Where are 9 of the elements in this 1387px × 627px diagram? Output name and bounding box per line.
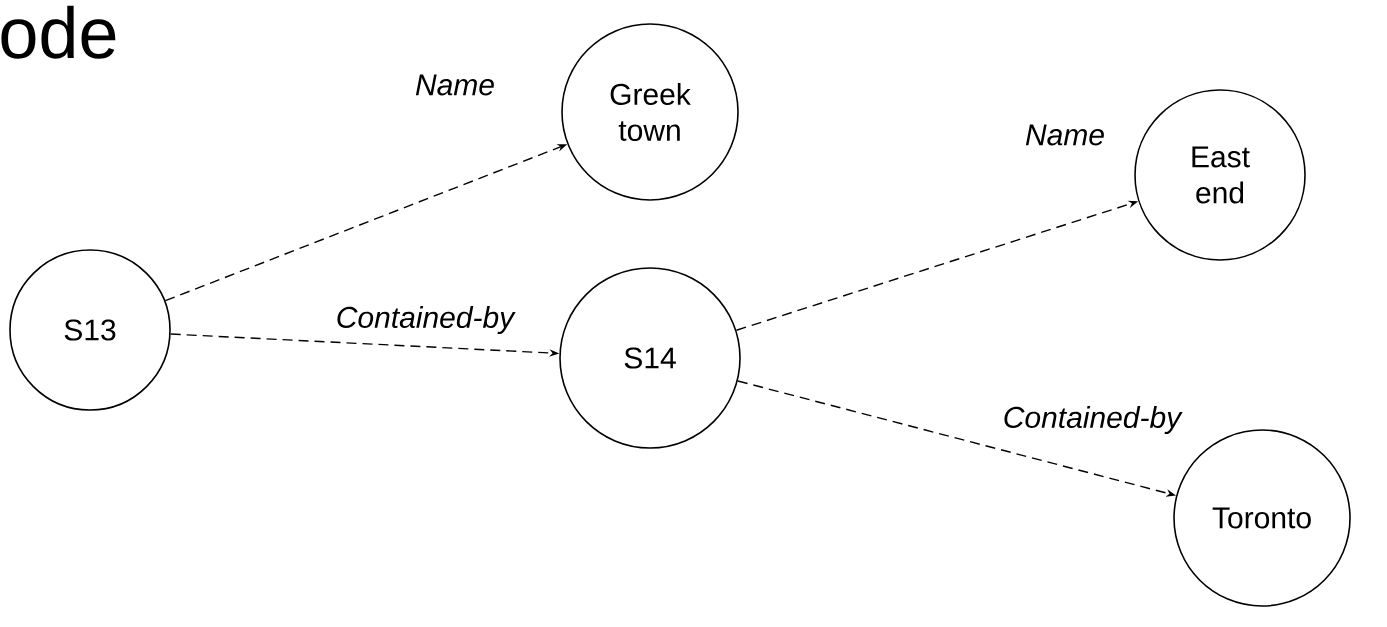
circle-node: Toronto (1173, 429, 1351, 607)
circle-node: S14 (559, 267, 741, 449)
circle-node: East end (1134, 89, 1306, 261)
edge-label: Name (1023, 122, 1107, 148)
circle-node: S13 (9, 249, 171, 411)
title: ode (1, 5, 116, 59)
edge-label: Name (413, 72, 497, 98)
edge-label: Contained-by (333, 304, 517, 336)
circle-node: Greek town (561, 23, 739, 201)
